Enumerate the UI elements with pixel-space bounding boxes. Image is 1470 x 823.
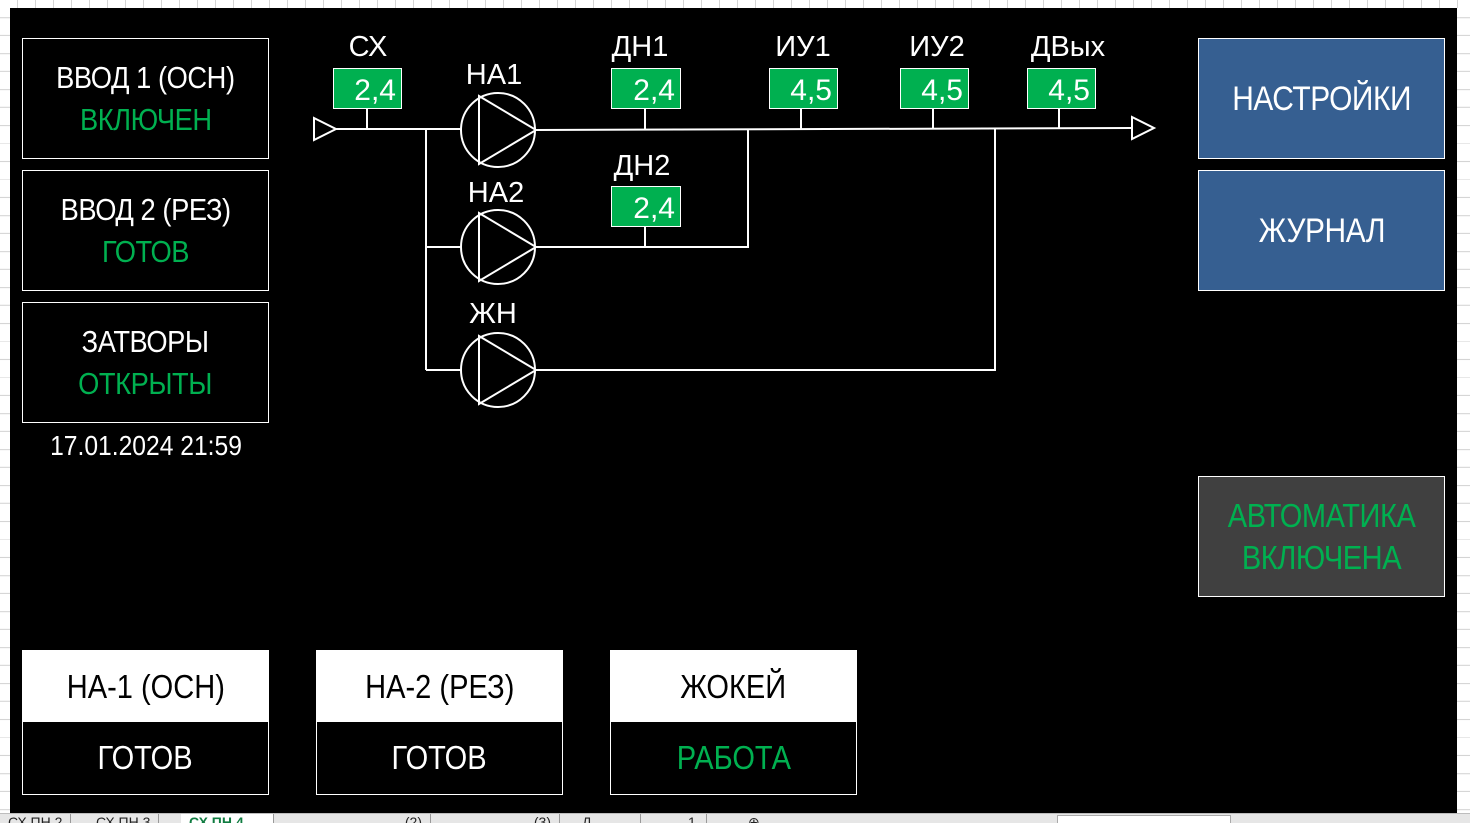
sensor-dn1-value-box [611, 68, 681, 109]
input1-title: ВВОД 1 (ОСН) [56, 59, 235, 95]
sheet-tab-label: Д [582, 814, 592, 823]
datetime-display: 17.01.2024 21:59 [22, 430, 269, 462]
sheet-tab-label: СХ ПН 4 [189, 814, 244, 823]
input2-status-box: ВВОД 2 (РЕЗ) ГОТОВ [22, 170, 269, 291]
sensor-iu1-value-box [769, 68, 838, 109]
sheet-tab-label: (3) [533, 814, 551, 823]
settings-button[interactable]: НАСТРОЙКИ [1198, 38, 1445, 159]
horizontal-scrollbar[interactable] [1057, 815, 1231, 823]
sensor-iu1-label: ИУ1 [775, 31, 830, 63]
pump-card-na2[interactable]: НА-2 (РЕЗ) ГОТОВ [316, 650, 563, 795]
input2-title: ВВОД 2 (РЕЗ) [60, 191, 231, 227]
spreadsheet-column-gridlines [0, 0, 1470, 8]
automation-line1: АВТОМАТИКА [1227, 496, 1416, 534]
pump-card-name: ЖОКЕЙ [611, 651, 856, 722]
pump-card-name: НА-2 (РЕЗ) [317, 651, 562, 722]
automation-toggle-button[interactable]: АВТОМАТИКА ВКЛЮЧЕНА [1198, 476, 1445, 597]
pump-card-state-text: ГОТОВ [391, 739, 488, 776]
sheet-tab[interactable]: Д [574, 814, 641, 823]
journal-button[interactable]: ЖУРНАЛ [1198, 170, 1445, 291]
sensor-iu2-value-box [900, 68, 969, 109]
sheet-tab[interactable]: (3) [433, 814, 560, 823]
input1-status: ВКЛЮЧЕН [79, 101, 212, 137]
valves-status-box: ЗАТВОРЫ ОТКРЫТЫ [22, 302, 269, 423]
discharge-pipe [535, 127, 1133, 131]
add-sheet-button[interactable]: ⊕ [740, 814, 768, 823]
pump-card-state: ГОТОВ [317, 722, 562, 794]
pump-na2-label: НА2 [468, 177, 524, 209]
sensor-dn2-value: 2,4 [633, 192, 675, 225]
pump-zhn-icon[interactable] [460, 332, 538, 408]
sensor-dvyx-label: ДВых [1031, 31, 1106, 63]
pump-card-name-text: НА-2 (РЕЗ) [364, 667, 515, 705]
sheet-tab-label: (2) [404, 814, 422, 823]
sensor-cx-value-box [333, 68, 402, 109]
pump-na2-icon[interactable] [460, 209, 538, 285]
sensor-cx-label: СХ [349, 31, 388, 63]
pump-zhn-label: ЖН [469, 298, 517, 330]
pump-card-na1[interactable]: НА-1 (ОСН) ГОТОВ [22, 650, 269, 795]
na2-discharge-pipe [536, 130, 749, 248]
sheet-tab-label: СХ ПН 2 [8, 814, 63, 823]
input1-status-box: ВВОД 1 (ОСН) ВКЛЮЧЕН [22, 38, 269, 159]
sheet-tab[interactable]: СХ ПН 3 [88, 814, 160, 823]
sensor-cx-value: 2,4 [354, 74, 396, 107]
sheet-tab[interactable]: СХ ПН 2 [0, 814, 72, 823]
sheet-tab-label: СХ ПН 3 [96, 814, 151, 823]
sensor-dn1-label: ДН1 [612, 31, 669, 63]
valves-title: ЗАТВОРЫ [82, 323, 209, 359]
automation-line2: ВКЛЮЧЕНА [1241, 538, 1402, 576]
sheet-tab[interactable]: 1 [680, 814, 707, 823]
sheet-tab-active[interactable]: СХ ПН 4 [181, 814, 274, 823]
pump-na1-label: НА1 [466, 59, 522, 91]
sensor-dn2-label: ДН2 [614, 150, 671, 182]
sensor-iu2-value: 4,5 [921, 74, 963, 107]
settings-button-label: НАСТРОЙКИ [1232, 79, 1411, 118]
journal-button-label: ЖУРНАЛ [1258, 211, 1385, 250]
pump-card-state: РАБОТА [611, 722, 856, 794]
pump-card-state: ГОТОВ [23, 722, 268, 794]
pump-card-jockey[interactable]: ЖОКЕЙ РАБОТА [610, 650, 857, 795]
pump-card-name-text: ЖОКЕЙ [680, 667, 787, 705]
input2-status: ГОТОВ [101, 233, 190, 269]
sensor-iu2-label: ИУ2 [909, 31, 964, 63]
sensor-dn1-value: 2,4 [633, 74, 675, 107]
pump-card-name-text: НА-1 (ОСН) [66, 667, 225, 705]
plus-circle-icon: ⊕ [748, 814, 760, 823]
valves-status: ОТКРЫТЫ [78, 365, 213, 401]
sensor-dvyx-value-box [1027, 68, 1096, 109]
outlet-arrow-icon [1131, 115, 1157, 141]
sheet-tab-bar: СХ ПН 2 СХ ПН 3 СХ ПН 4 (2) (3) Д 1 ⊕ [0, 813, 1470, 823]
sheet-tab[interactable]: (2) [274, 814, 431, 823]
pump-card-state-text: РАБОТА [676, 739, 791, 776]
sensor-iu1-value: 4,5 [790, 74, 832, 107]
pump-card-state-text: ГОТОВ [97, 739, 194, 776]
pump-na1-icon[interactable] [460, 92, 538, 168]
datetime-text: 17.01.2024 21:59 [49, 430, 242, 461]
zhn-discharge-pipe [536, 129, 996, 371]
sensor-dvyx-value: 4,5 [1048, 74, 1090, 107]
sensor-dn2-value-box [611, 186, 681, 227]
inlet-arrow-icon [313, 116, 339, 142]
pump-card-name: НА-1 (ОСН) [23, 651, 268, 722]
sheet-tab-label: 1 [688, 814, 696, 823]
